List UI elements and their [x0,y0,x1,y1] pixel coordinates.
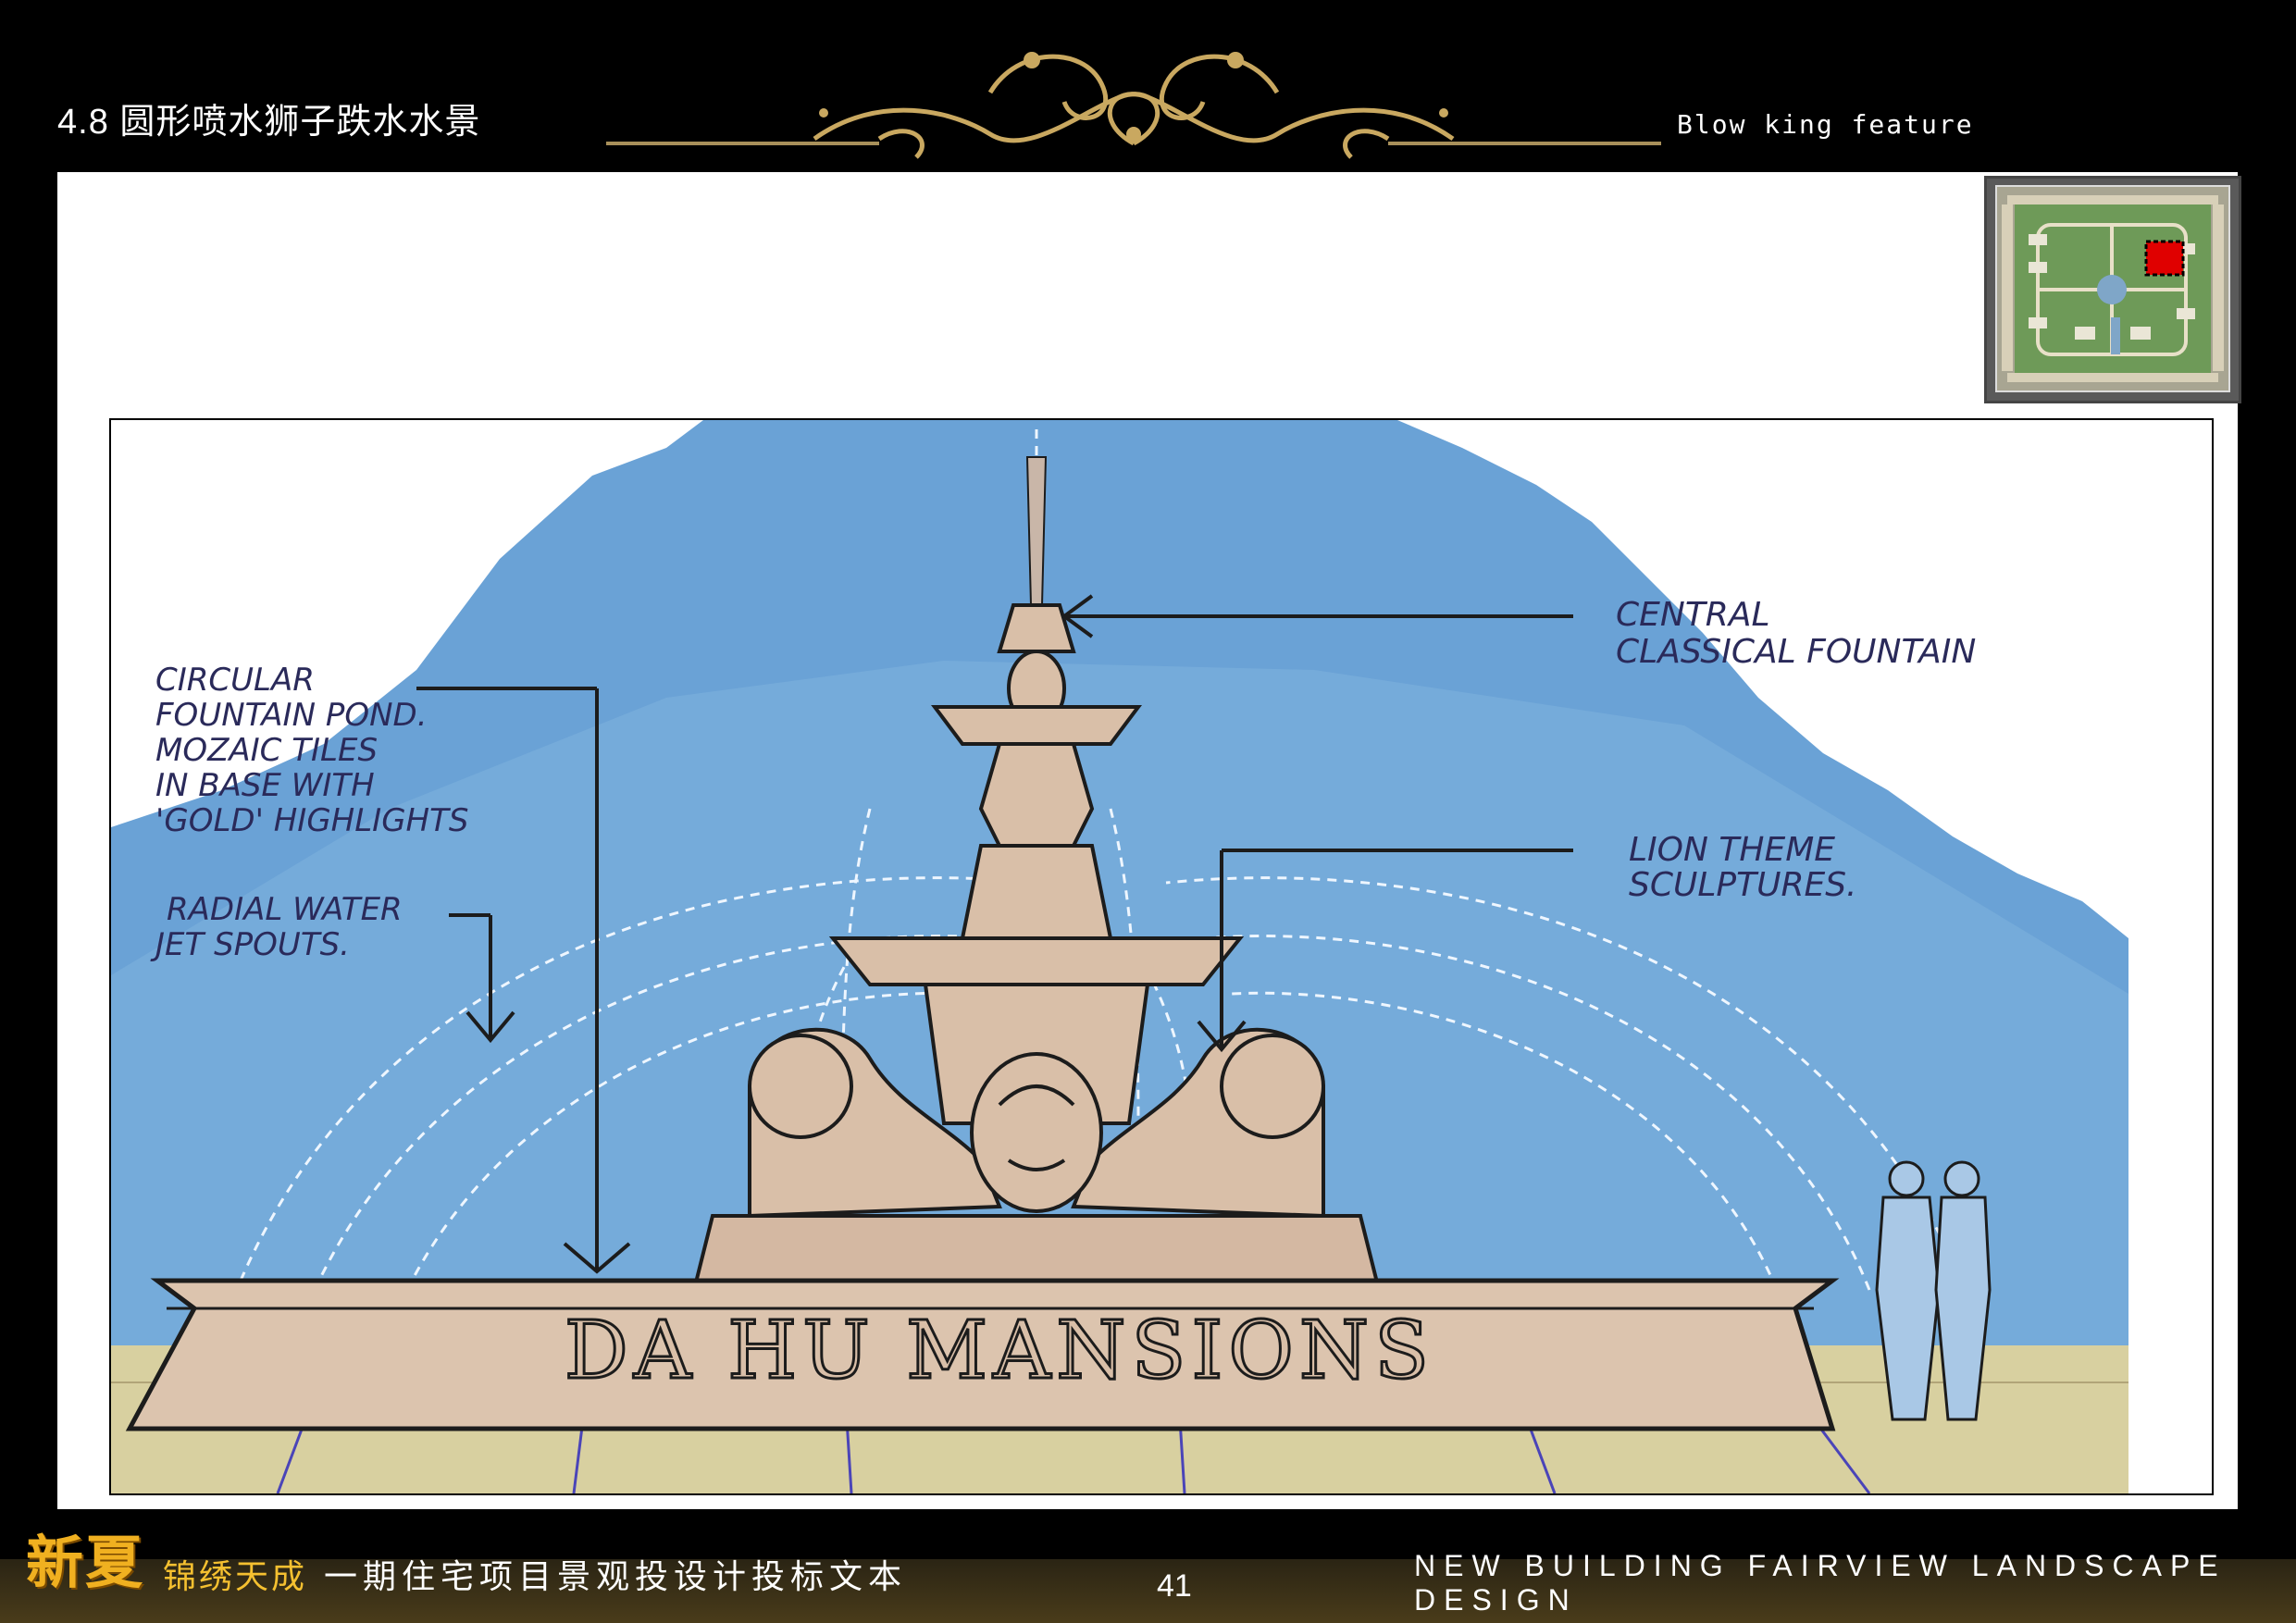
svg-text:FOUNTAIN POND.: FOUNTAIN POND. [155,697,428,734]
project-name-highlight: 锦绣天成 [163,1557,308,1595]
inscription: DA HU MANSIONS [565,1305,1434,1397]
fountain-annotation: CENTRAL CLASSICAL FOUNTAIN [1616,596,1976,671]
lion-sculptures [748,1027,1325,1219]
footer-band [0,1559,2296,1623]
key-map [1984,176,2241,403]
svg-text:RADIAL WATER: RADIAL WATER [167,891,403,928]
fountain-sketch: DA HU MANSIONS CIRCULAR FOUNTAIN POND. [109,418,2214,1495]
page-title: 4.8 圆形喷水狮子跌水水景 [57,103,481,142]
svg-text:'GOLD' HIGHLIGHTS: 'GOLD' HIGHLIGHTS [155,802,468,839]
footer-english-title: NEW BUILDING FAIRVIEW LANDSCAPE DESIGN [1414,1549,2227,1617]
svg-text:SCULPTURES.: SCULPTURES. [1629,866,1857,904]
page-number: 41 [1157,1568,1192,1604]
people-silhouettes [1875,1160,1992,1421]
svg-text:IN BASE WITH: IN BASE WITH [155,767,375,804]
svg-text:MOZAIC TILES: MOZAIC TILES [155,732,378,769]
base-wall [125,1278,1840,1431]
svg-text:LION THEME: LION THEME [1629,831,1835,869]
site-plan-icon [1995,185,2230,392]
pond-annotation: CIRCULAR FOUNTAIN POND. MOZAIC TILES IN … [155,662,468,839]
svg-text:CENTRAL: CENTRAL [1616,596,1770,634]
svg-text:JET SPOUTS.: JET SPOUTS. [150,926,350,963]
svg-text:CLASSICAL FOUNTAIN: CLASSICAL FOUNTAIN [1616,633,1976,671]
project-description: 一期住宅项目景观投设计投标文本 [324,1557,908,1595]
page-subtitle: Blow king feature [1677,109,1974,140]
brand-logo: 新夏 [26,1529,145,1596]
location-marker [2144,240,2185,277]
svg-text:CIRCULAR: CIRCULAR [155,662,315,699]
lion-annotation: LION THEME SCULPTURES. [1629,831,1857,904]
spouts-annotation: RADIAL WATER JET SPOUTS. [150,891,403,963]
ornament-divider-icon [606,52,1661,159]
